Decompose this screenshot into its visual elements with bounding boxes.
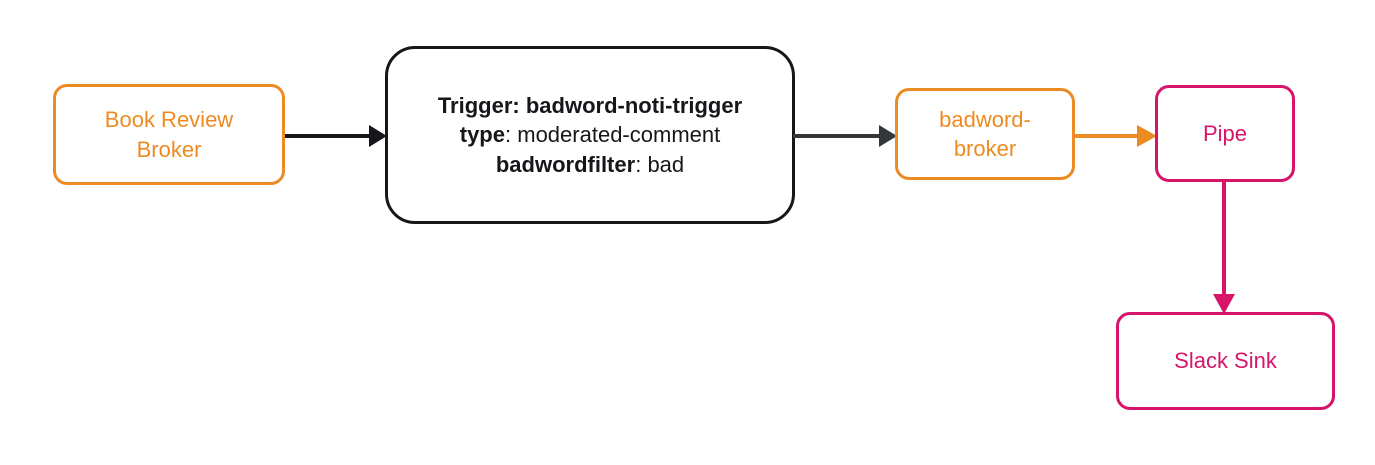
node-badword-broker-label: badword- broker [939, 105, 1031, 163]
node-trigger-line-trigger: Trigger: badword-noti-trigger [438, 91, 742, 120]
node-badword-broker[interactable]: badword- broker [895, 88, 1075, 180]
node-badword-broker-line2: broker [953, 136, 1017, 161]
node-trigger-badword-noti-trigger[interactable]: Trigger: badword-noti-trigger type: mode… [385, 46, 795, 224]
node-slack-sink[interactable]: Slack Sink [1116, 312, 1335, 410]
node-book-review-broker-line2: Broker [136, 136, 202, 162]
node-pipe[interactable]: Pipe [1155, 85, 1295, 182]
arrowhead-icon [369, 125, 387, 147]
edge-trigger-to-badword-broker [791, 120, 897, 152]
node-trigger-key-badwordfilter: badwordfilter [495, 151, 636, 177]
node-slack-sink-label: Slack Sink [1174, 348, 1277, 374]
arrowhead-icon [1213, 294, 1235, 314]
node-trigger-sep-type: : [505, 122, 512, 148]
edge-book-review-broker-to-trigger [283, 120, 387, 152]
node-trigger-value-type: moderated-comment [517, 122, 721, 148]
node-pipe-label: Pipe [1202, 120, 1248, 146]
node-badword-broker-line1: badword- [939, 106, 1031, 132]
arrowhead-icon [1137, 125, 1157, 147]
node-trigger-line-badwordfilter: badwordfilter: bad [438, 150, 742, 179]
edge-pipe-to-slack-sink [1208, 178, 1240, 314]
arrowhead-icon [879, 125, 897, 147]
node-trigger-key-type: type [459, 122, 505, 148]
node-trigger-key-trigger: Trigger: [437, 93, 520, 119]
node-book-review-broker-line1: Book Review [104, 107, 234, 133]
node-trigger-sep-badwordfilter: : [635, 151, 642, 177]
node-trigger-label: Trigger: badword-noti-trigger type: mode… [424, 91, 756, 178]
node-book-review-broker[interactable]: Book Review Broker [53, 84, 285, 185]
node-trigger-value-trigger: badword-noti-trigger [525, 93, 743, 119]
node-trigger-line-type: type: moderated-comment [438, 120, 742, 149]
edge-badword-broker-to-pipe [1071, 120, 1157, 152]
node-book-review-broker-label: Book Review Broker [105, 105, 233, 163]
node-trigger-value-badwordfilter: bad [647, 151, 685, 177]
